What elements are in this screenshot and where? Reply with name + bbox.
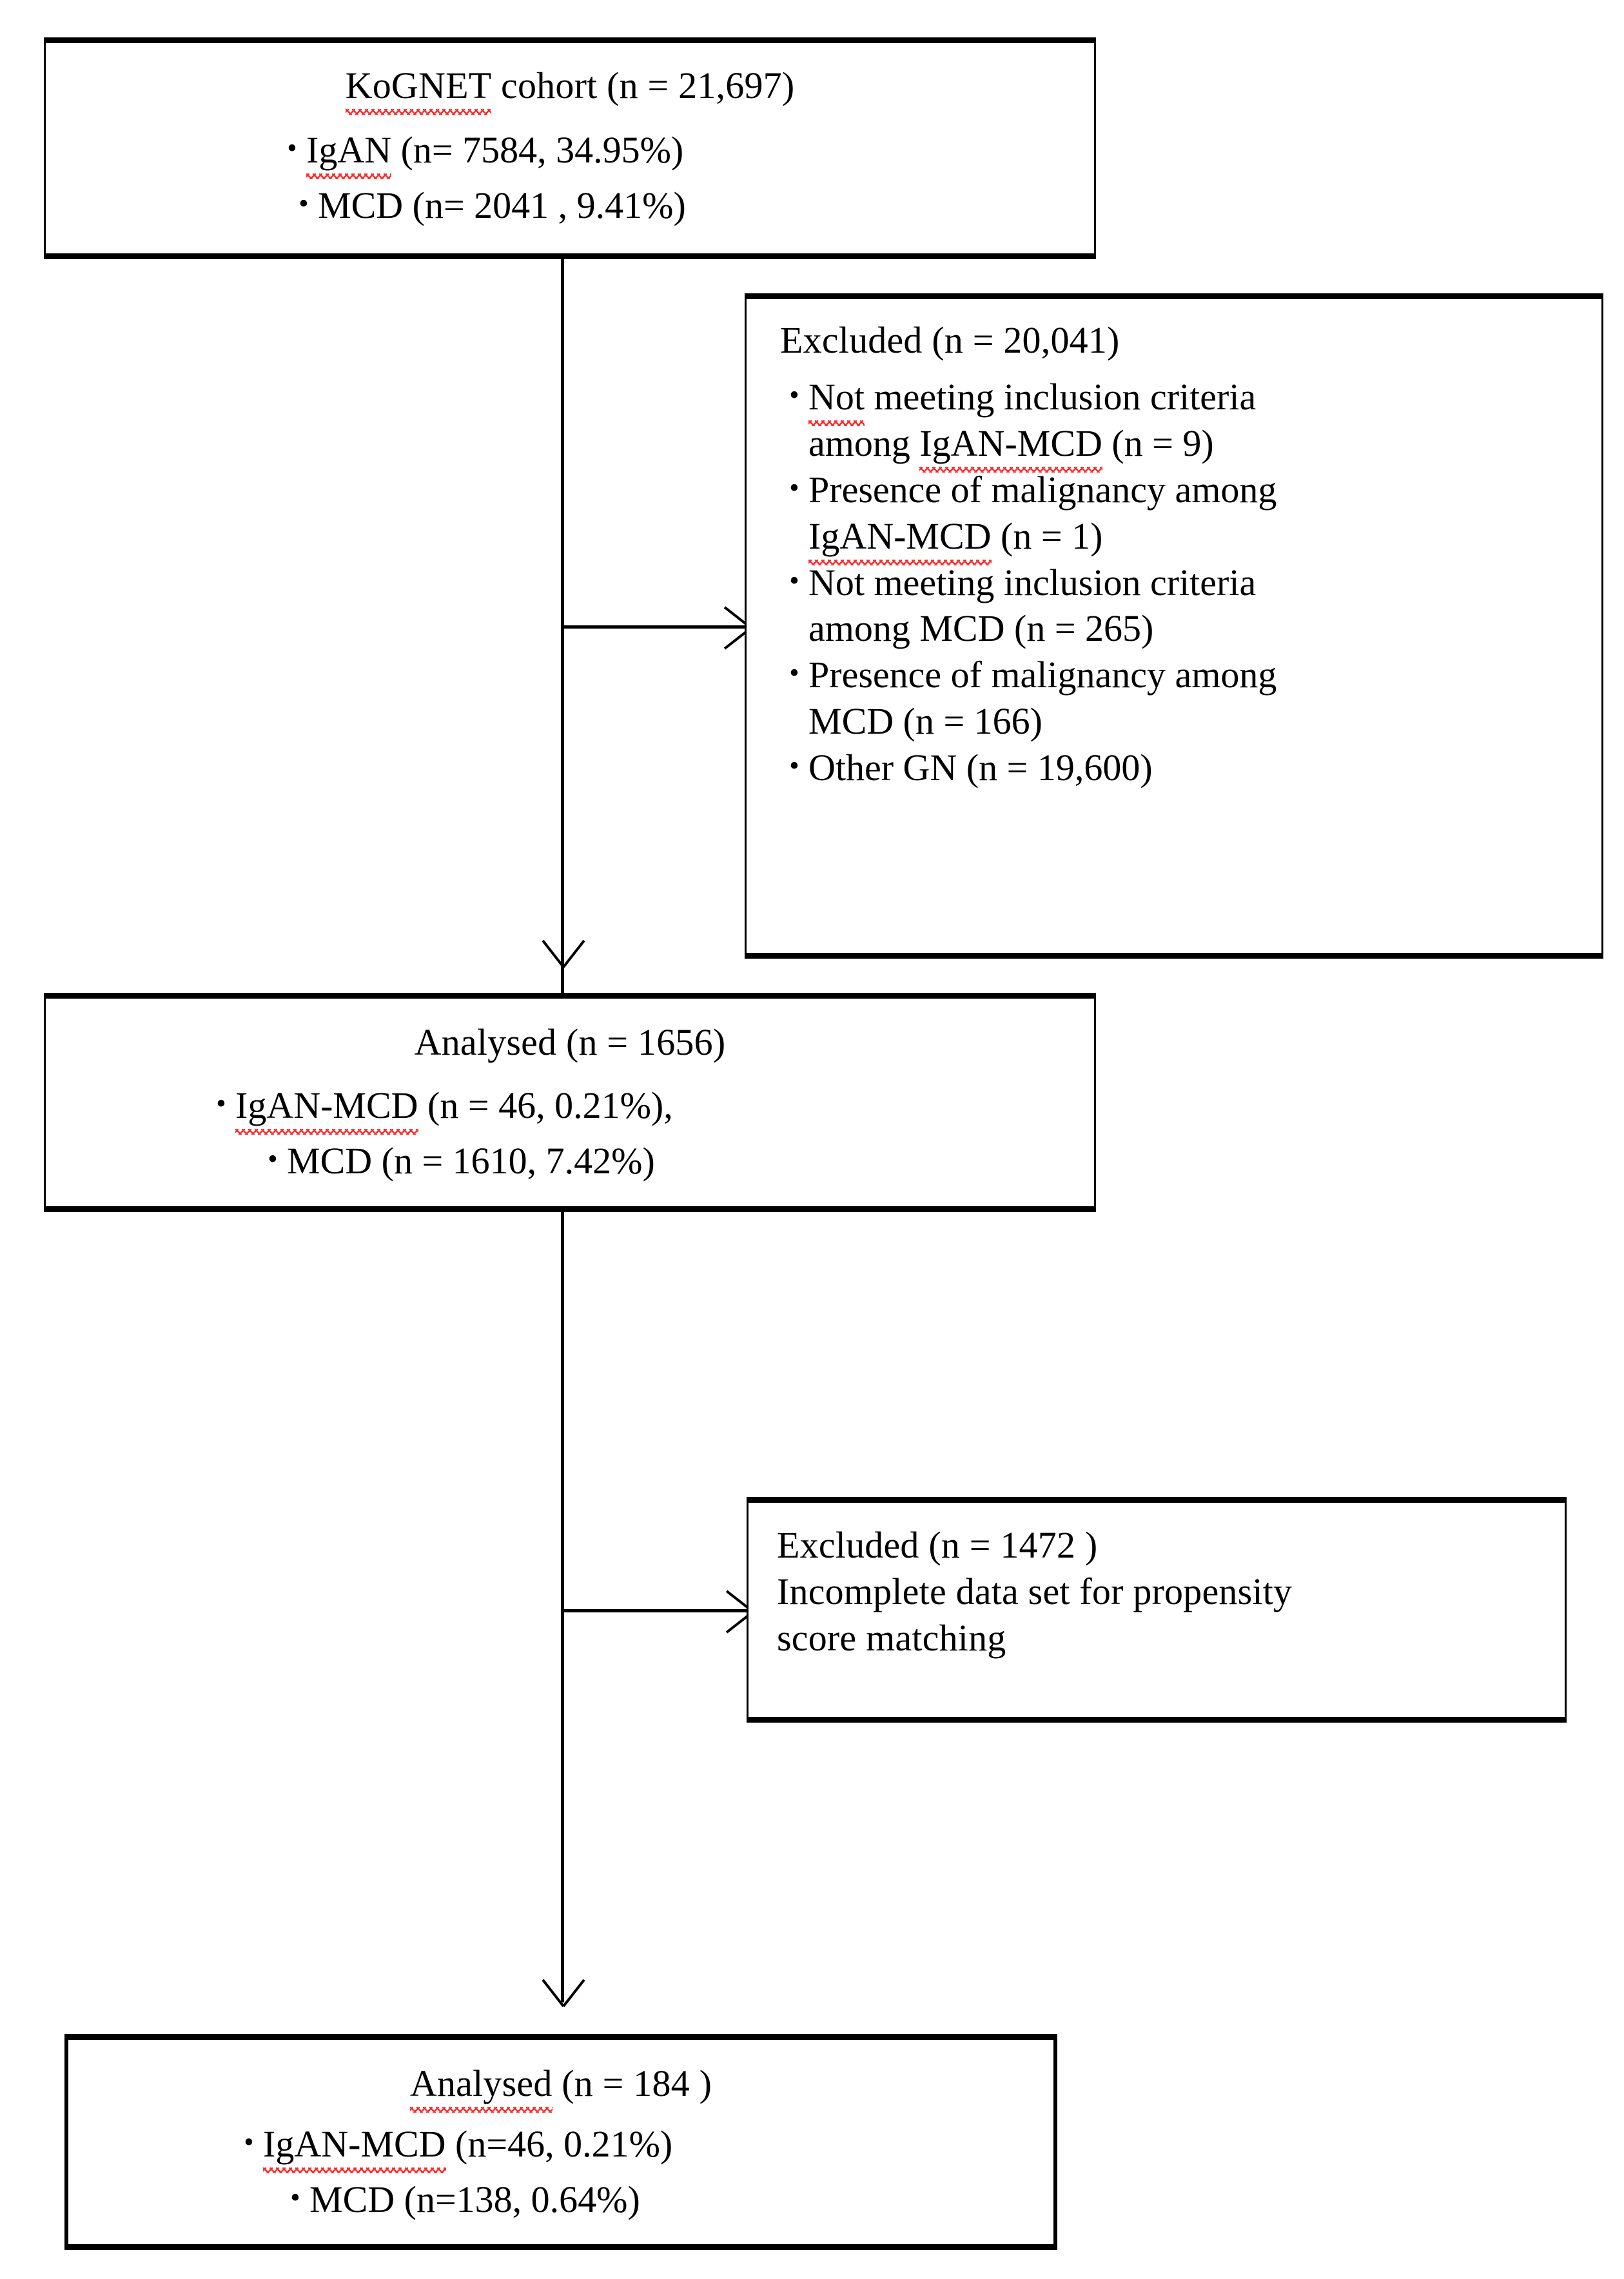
analysed-2-header-rest: (n = 184 ) bbox=[552, 2062, 712, 2104]
excluded-1-bullet-3-text: Presence of malignancy among MCD (n = 16… bbox=[808, 652, 1277, 745]
kognet-bullet-mcd-text: MCD (n= 2041 , 9.41%) bbox=[318, 184, 686, 226]
excluded-1-bullet-1-line2-rest: (n = 1) bbox=[991, 514, 1103, 557]
analysed-2-header: Analysed (n = 184 ) bbox=[68, 2060, 1053, 2113]
excluded-1-bullet-3-line1: Presence of malignancy among bbox=[808, 654, 1277, 696]
connector-analysed-1-to-excluded-2 bbox=[562, 1609, 750, 1612]
igan-rest: (n= 7584, 34.95%) bbox=[391, 128, 684, 171]
excluded-1-bullet-1-text: Presence of malignancy among IgAN-MCD (n… bbox=[808, 467, 1277, 565]
not-misspelled: Not bbox=[808, 374, 865, 426]
analysed-1-bullet-igan-text: IgAN-MCD (n = 46, 0.21%), bbox=[235, 1082, 673, 1135]
excluded-1-bullet-3: • Presence of malignancy among MCD (n = … bbox=[780, 652, 1589, 745]
bullet-dot-icon: • bbox=[268, 1142, 278, 1175]
analysed-1-bullet-mcd-text: MCD (n = 1610, 7.42%) bbox=[287, 1139, 655, 1182]
connector-cohort-to-excluded-1 bbox=[562, 625, 748, 629]
analysed-misspelled: Analysed bbox=[409, 2060, 553, 2113]
kognet-cohort-header-rest: cohort (n = 21,697) bbox=[491, 64, 795, 106]
bullet-dot-icon: • bbox=[789, 750, 799, 782]
bullet-dot-icon: • bbox=[244, 2126, 254, 2158]
excluded-1-bullet-0-line1: meeting inclusion criteria bbox=[865, 375, 1257, 418]
excluded-1-bullet-0: • Not meeting inclusion criteria among I… bbox=[780, 374, 1589, 473]
excluded-box-1: Excluded (n = 20,041) • Not meeting incl… bbox=[745, 293, 1603, 959]
excluded-1-bullet-1-line1: Presence of malignancy among bbox=[808, 468, 1277, 511]
analysed-box-1: Analysed (n = 1656) • IgAN-MCD (n = 46, … bbox=[44, 993, 1096, 1212]
kognet-cohort-box: KoGNET cohort (n = 21,697) • IgAN (n= 75… bbox=[44, 37, 1096, 259]
analysed-1-header: Analysed (n = 1656) bbox=[414, 1021, 726, 1063]
excluded-1-bullet-2-line2: among MCD (n = 265) bbox=[808, 607, 1154, 650]
kognet-bullet-igan-text: IgAN (n= 7584, 34.95%) bbox=[306, 127, 684, 179]
excluded-1-bullet-4: • Other GN (n = 19,600) bbox=[780, 745, 1589, 791]
excluded-1-bullet-2-not: Not bbox=[808, 561, 865, 603]
bullet-dot-icon: • bbox=[290, 2181, 300, 2213]
excluded-1-bullet-2-text: Not meeting inclusion criteria among MCD… bbox=[808, 560, 1256, 652]
excluded-2-line-1: Incomplete data set for propensity bbox=[777, 1570, 1293, 1612]
iganmcd-misspelled: IgAN-MCD bbox=[808, 513, 992, 565]
analysed-box-2: Analysed (n = 184 ) • IgAN-MCD (n=46, 0.… bbox=[64, 2034, 1057, 2250]
analysed-1-bullet-igan-rest: (n = 46, 0.21%), bbox=[418, 1084, 673, 1126]
kognet-bullet-mcd: • MCD (n= 2041 , 9.41%) bbox=[46, 182, 1094, 229]
analysed-1-bullet-igan: • IgAN-MCD (n = 46, 0.21%), bbox=[46, 1082, 1094, 1135]
excluded-box-2: Excluded (n = 1472 ) Incomplete data set… bbox=[747, 1497, 1567, 1723]
connector-analysed-1-trunk bbox=[561, 1212, 564, 2002]
bullet-dot-icon: • bbox=[216, 1087, 226, 1119]
bullet-dot-icon: • bbox=[789, 471, 799, 504]
kognet-bullet-igan: • IgAN (n= 7584, 34.95%) bbox=[46, 127, 1094, 179]
bullet-dot-icon: • bbox=[287, 132, 297, 164]
analysed-1-bullet-mcd: • MCD (n = 1610, 7.42%) bbox=[46, 1138, 1094, 1184]
kognet-cohort-header: KoGNET cohort (n = 21,697) bbox=[46, 63, 1094, 115]
analysed-2-bullet-mcd: • MCD (n=138, 0.64%) bbox=[68, 2176, 1053, 2223]
iganmcd-misspelled: IgAN-MCD bbox=[263, 2121, 446, 2173]
analysed-2-bullet-mcd-text: MCD (n=138, 0.64%) bbox=[309, 2178, 640, 2220]
analysed-2-bullet-igan-text: IgAN-MCD (n=46, 0.21%) bbox=[263, 2121, 673, 2173]
bullet-dot-icon: • bbox=[789, 378, 799, 411]
excluded-2-line-0: Excluded (n = 1472 ) bbox=[777, 1524, 1098, 1566]
bullet-dot-icon: • bbox=[789, 657, 799, 689]
igan-misspelled: IgAN bbox=[306, 127, 392, 179]
excluded-1-bullet-4-text: Other GN (n = 19,600) bbox=[808, 747, 1153, 789]
excluded-1-header: Excluded (n = 20,041) bbox=[780, 319, 1120, 361]
bullet-dot-icon: • bbox=[789, 564, 799, 596]
excluded-1-bullet-2-line1: meeting inclusion criteria bbox=[865, 561, 1257, 603]
excluded-1-bullet-0-text: Not meeting inclusion criteria among IgA… bbox=[808, 374, 1257, 473]
analysed-2-bullet-igan: • IgAN-MCD (n=46, 0.21%) bbox=[68, 2121, 1053, 2173]
iganmcd-misspelled: IgAN-MCD bbox=[235, 1082, 418, 1135]
excluded-2-line-2: score matching bbox=[777, 1616, 1006, 1659]
excluded-1-bullet-0-line2-rest: (n = 9) bbox=[1102, 422, 1214, 464]
bullet-dot-icon: • bbox=[298, 187, 309, 219]
kognet-cohort-header-misspelled: KoGNET bbox=[345, 63, 492, 115]
excluded-1-bullet-3-line2: MCD (n = 166) bbox=[808, 700, 1042, 743]
iganmcd-misspelled: IgAN-MCD bbox=[919, 420, 1102, 473]
analysed-2-bullet-igan-rest: (n=46, 0.21%) bbox=[445, 2122, 673, 2165]
excluded-1-bullet-0-line2-pre: among bbox=[808, 422, 920, 464]
excluded-1-bullet-2: • Not meeting inclusion criteria among M… bbox=[780, 560, 1589, 652]
excluded-1-bullet-1: • Presence of malignancy among IgAN-MCD … bbox=[780, 467, 1589, 565]
